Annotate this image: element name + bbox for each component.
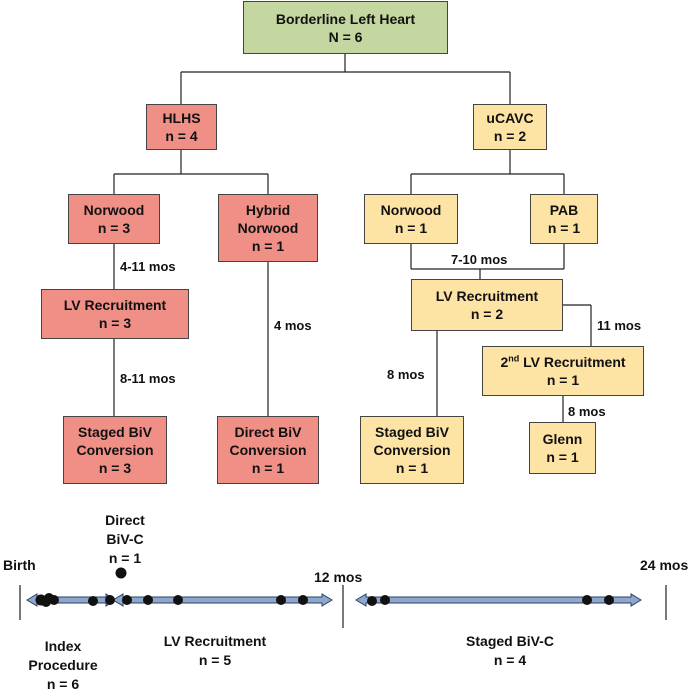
- hlhs-norwood-count: n = 3: [97, 220, 131, 236]
- staged-biv-right-title-1: Staged BiV: [375, 424, 449, 440]
- event-dot: [105, 595, 115, 605]
- interval-label-to-second-lv: 11 mos: [597, 318, 642, 333]
- pab-count: n = 1: [547, 220, 581, 236]
- glenn-node: Glenn n = 1: [529, 422, 596, 474]
- hybrid-norwood-node: Hybrid Norwood n = 1: [218, 194, 318, 262]
- staged-biv-left-title-2: Conversion: [76, 442, 154, 458]
- second-lv-recruitment-title: 2nd LV Recruitment: [500, 353, 625, 371]
- event-dot: [173, 595, 183, 605]
- second-lv-recruitment-node: 2nd LV Recruitment n = 1: [482, 346, 644, 396]
- event-dot: [367, 596, 377, 606]
- event-dot: [122, 595, 132, 605]
- hlhs-norwood-node: Norwood n = 3: [68, 194, 160, 244]
- hybrid-norwood-title-1: Hybrid: [245, 202, 291, 218]
- direct-biv-node: Direct BiV Conversion n = 1: [217, 416, 319, 484]
- interval-label-lv-to-staged: 8-11 mos: [120, 371, 176, 386]
- lv-recruitment-left-count: n = 3: [98, 315, 132, 331]
- lv-recruitment-right-count: n = 2: [470, 306, 504, 322]
- ucavc-norwood-count: n = 1: [394, 220, 428, 236]
- lv-recruitment-right-title: LV Recruitment: [435, 288, 539, 304]
- timeline-birth-label: Birth: [3, 557, 36, 573]
- hlhs-norwood-title: Norwood: [83, 202, 145, 218]
- staged-biv-left-count: n = 3: [98, 460, 132, 476]
- root-node: Borderline Left Heart N = 6: [243, 1, 448, 54]
- direct-biv-line3: n = 1: [108, 550, 142, 566]
- pab-node: PAB n = 1: [530, 194, 598, 244]
- timeline-12mos-label: 12 mos: [314, 569, 363, 585]
- direct-biv-line2: BiV-C: [106, 531, 144, 547]
- second-lv-recruitment-count: n = 1: [546, 372, 580, 388]
- timeline-direct-biv-label: Direct BiV-C n = 1: [93, 511, 157, 568]
- staged-biv-right-title-2: Conversion: [373, 442, 451, 458]
- direct-biv-count: n = 1: [251, 460, 285, 476]
- event-dot-direct-biv: [115, 567, 127, 579]
- event-dot: [49, 595, 59, 605]
- staged-biv-line2: n = 4: [493, 652, 527, 668]
- direct-biv-title-2: Conversion: [229, 442, 307, 458]
- staged-biv-left-node: Staged BiV Conversion n = 3: [63, 416, 167, 484]
- event-dot: [276, 595, 286, 605]
- ucavc-norwood-node: Norwood n = 1: [364, 194, 458, 244]
- hlhs-count: n = 4: [165, 128, 198, 144]
- interval-label-hybrid-to-direct: 4 mos: [274, 318, 312, 333]
- staged-biv-left-title-1: Staged BiV: [78, 424, 152, 440]
- index-procedure-line2: Procedure: [28, 657, 98, 673]
- ucavc-norwood-title: Norwood: [380, 202, 442, 218]
- interval-label-to-staged-right: 8 mos: [387, 367, 425, 382]
- timeline-lv-recruitment-label: LV Recruitment n = 5: [150, 632, 280, 670]
- ucavc-title: uCAVC: [486, 110, 534, 126]
- hybrid-norwood-count: n = 1: [251, 238, 285, 254]
- lv-recruitment-line2: n = 5: [198, 652, 232, 668]
- hlhs-node: HLHS n = 4: [146, 104, 217, 150]
- event-dot: [298, 595, 308, 605]
- timeline-24mos-label: 24 mos: [640, 557, 689, 573]
- index-procedure-line1: Index: [44, 638, 82, 654]
- lv-recruitment-left-title: LV Recruitment: [63, 297, 167, 313]
- interval-label-to-glenn: 8 mos: [568, 404, 606, 419]
- event-dot: [380, 595, 390, 605]
- index-procedure-line3: n = 6: [46, 676, 80, 692]
- pab-title: PAB: [549, 202, 579, 218]
- arrow-staged-biv: [355, 593, 642, 607]
- interval-label-norwood-to-lv: 4-11 mos: [120, 259, 176, 274]
- timeline-staged-biv-label: Staged BiV-C n = 4: [450, 632, 570, 670]
- lv-recruitment-line1: LV Recruitment: [163, 633, 267, 649]
- staged-biv-right-node: Staged BiV Conversion n = 1: [360, 416, 464, 484]
- event-dot: [143, 595, 153, 605]
- glenn-count: n = 1: [546, 449, 579, 465]
- title-rest: LV Recruitment: [519, 354, 626, 370]
- hlhs-title: HLHS: [162, 110, 201, 126]
- title-superscript: nd: [508, 353, 520, 364]
- staged-biv-right-count: n = 1: [395, 460, 429, 476]
- ucavc-node: uCAVC n = 2: [473, 104, 547, 150]
- event-dot: [604, 595, 614, 605]
- lv-recruitment-left-node: LV Recruitment n = 3: [41, 289, 189, 339]
- event-dot: [582, 595, 592, 605]
- direct-biv-line1: Direct: [105, 512, 145, 528]
- direct-biv-title-1: Direct BiV: [234, 424, 302, 440]
- ucavc-count: n = 2: [493, 128, 527, 144]
- hybrid-norwood-title-2: Norwood: [237, 220, 299, 236]
- lv-recruitment-right-node: LV Recruitment n = 2: [411, 279, 563, 331]
- event-dot: [88, 596, 98, 606]
- staged-biv-line1: Staged BiV-C: [466, 633, 554, 649]
- root-title: Borderline Left Heart: [275, 10, 416, 27]
- root-count: N = 6: [328, 28, 363, 45]
- title-prefix: 2: [500, 354, 509, 370]
- glenn-title: Glenn: [542, 431, 583, 447]
- interval-label-to-lv-right: 7-10 mos: [451, 252, 508, 267]
- timeline-index-procedure-label: Index Procedure n = 6: [20, 637, 106, 694]
